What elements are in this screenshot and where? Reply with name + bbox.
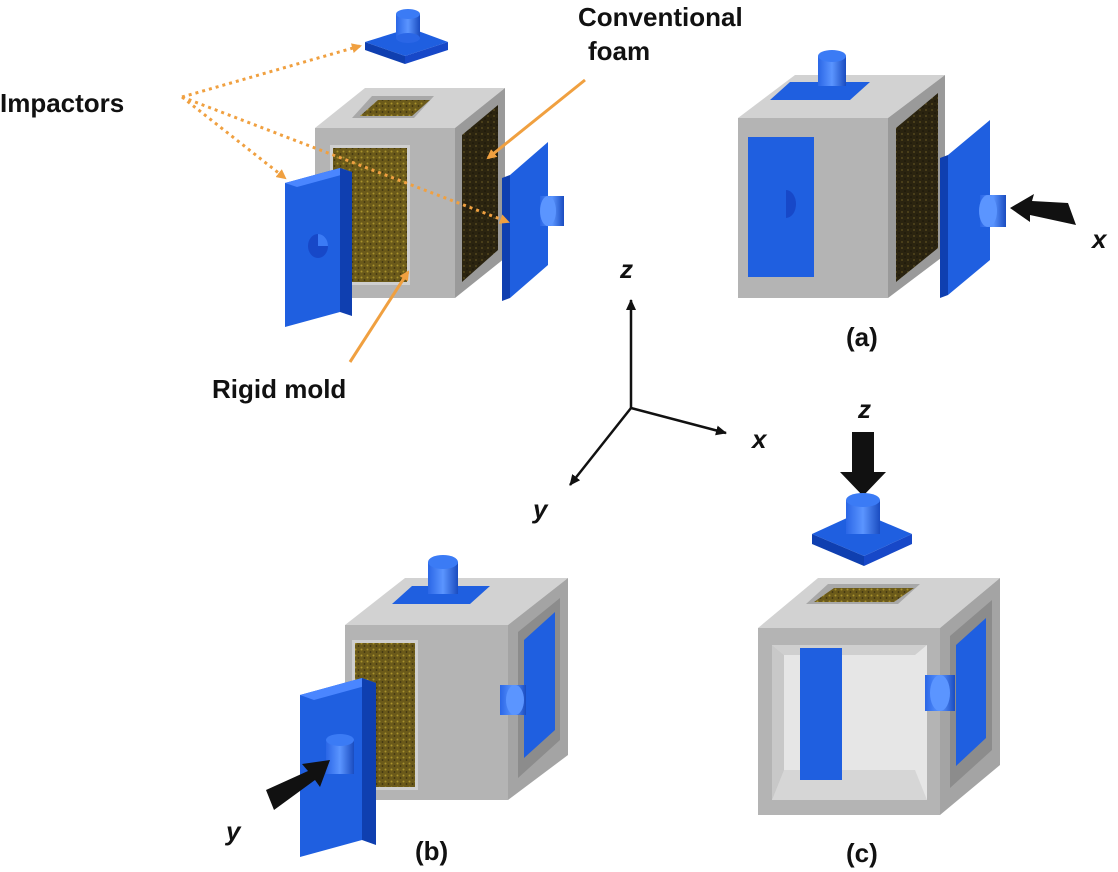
exploded-assembly <box>285 9 564 327</box>
panel-a-load-arrow <box>1010 194 1076 225</box>
coordinate-axes <box>569 299 727 486</box>
mold-pointer-arrow <box>348 270 410 363</box>
foam-pointer-arrow <box>486 78 586 160</box>
y-axis-label: y <box>531 494 549 524</box>
panel-c-caption: (c) <box>846 838 878 868</box>
panel-a-load-label: x <box>1090 224 1108 254</box>
impactor-pointer-left <box>181 95 287 180</box>
z-axis-label: z <box>619 254 633 284</box>
x-axis-arrow <box>630 406 727 436</box>
panel-c-assembly <box>758 493 1000 815</box>
x-axis-label: x <box>750 424 768 454</box>
panel-b-load-arrow <box>266 760 330 810</box>
panel-a-caption: (a) <box>846 322 878 352</box>
conventional-foam-label-line2: foam <box>588 36 650 66</box>
panel-b-assembly <box>300 555 568 857</box>
annotation-arrows <box>181 43 586 363</box>
impactors-label: Impactors <box>0 88 124 118</box>
panel-b-load-label: y <box>224 816 242 846</box>
conventional-foam-label-line1: Conventional <box>578 2 743 32</box>
left-impactor <box>285 168 352 327</box>
right-impactor <box>502 142 564 301</box>
panel-a-assembly <box>738 50 1006 298</box>
panel-c-load-arrow <box>840 432 886 496</box>
impactor-pointer-right <box>181 95 510 224</box>
top-impactor <box>365 9 448 64</box>
panel-c-load-label: z <box>857 394 871 424</box>
rigid-mold-label: Rigid mold <box>212 374 346 404</box>
panel-b-caption: (b) <box>415 836 448 866</box>
y-axis-arrow <box>569 407 632 486</box>
impactor-pointer-top <box>181 43 362 99</box>
